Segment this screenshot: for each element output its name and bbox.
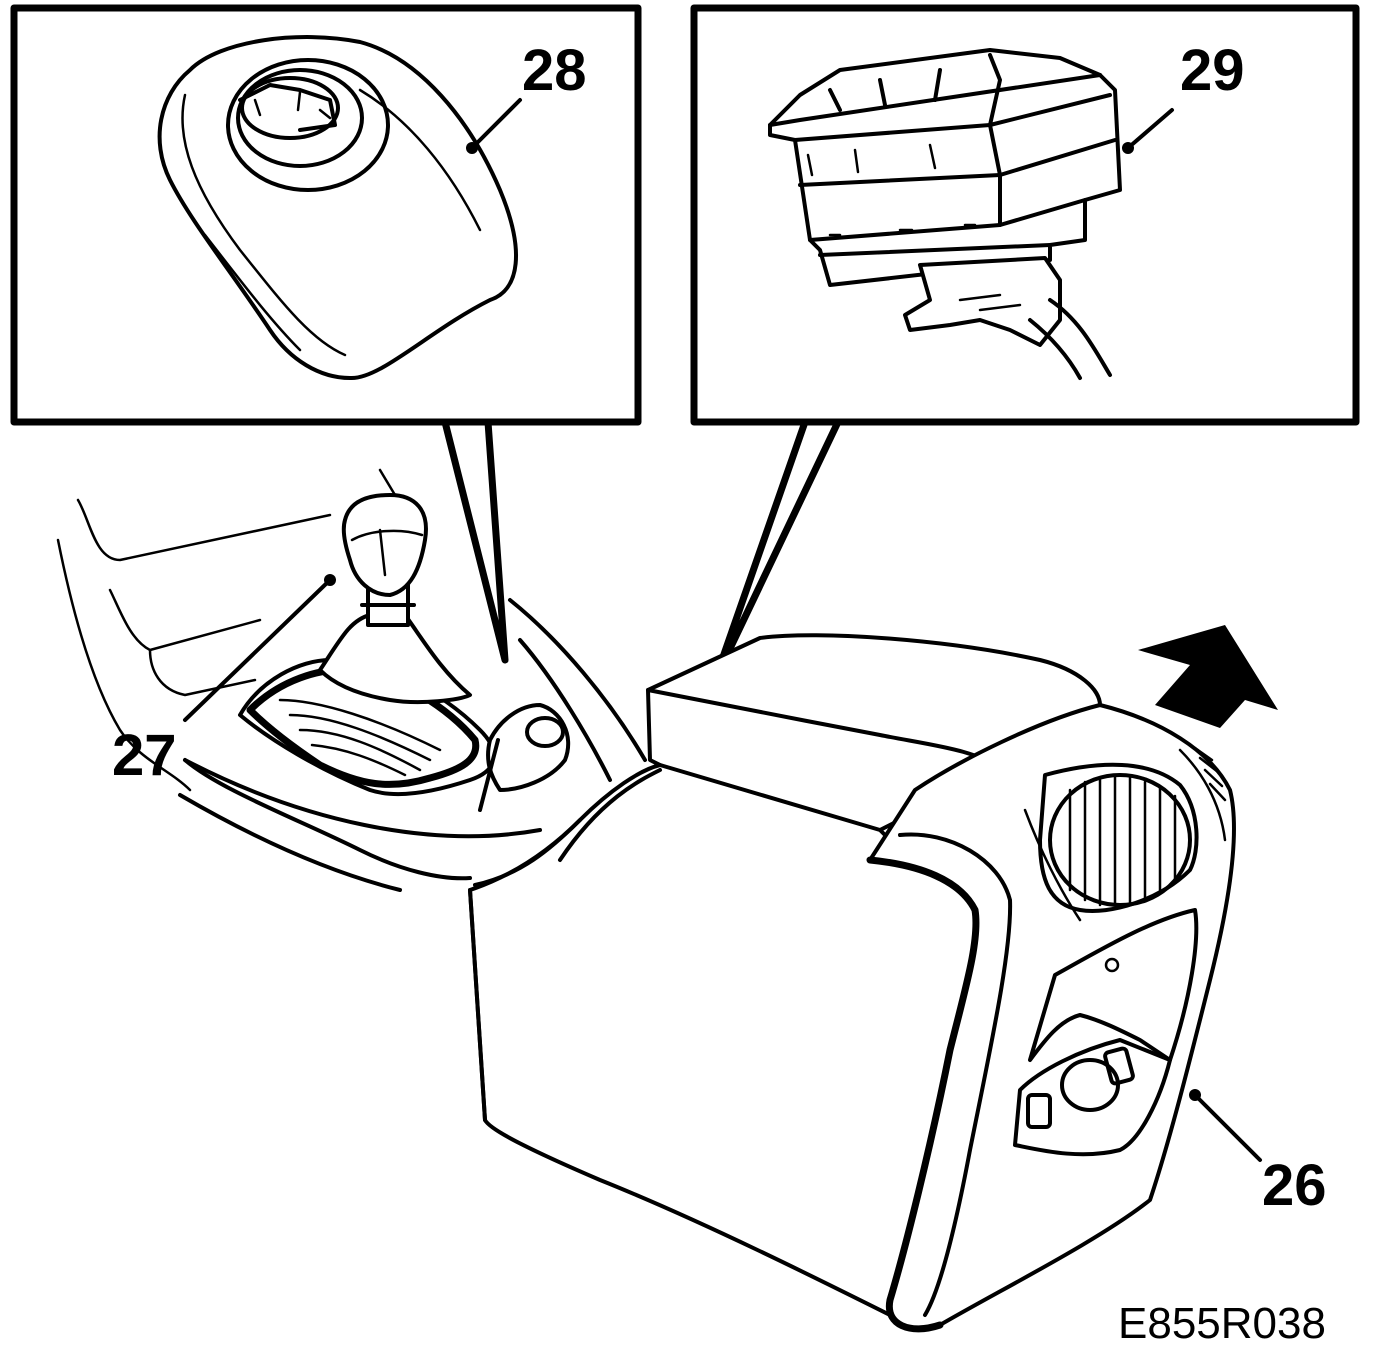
callout-27: 27 (112, 723, 177, 788)
switch-module-drawing (768, 48, 1122, 380)
callout-26: 26 (1262, 1153, 1327, 1218)
console-drawing (56, 468, 1278, 1333)
detail-panel-29 (690, 4, 1360, 426)
control-panel-drawing (1013, 908, 1199, 1157)
callout-29: 29 (1180, 38, 1245, 103)
detail-panel-28 (10, 4, 642, 426)
air-vent-drawing (1023, 746, 1227, 922)
callout-leaders (183, 98, 1262, 1162)
removal-arrow (1138, 625, 1278, 728)
callout-28: 28 (522, 38, 587, 103)
figure-reference-code: E855R038 (1118, 1299, 1326, 1348)
boot-cover-drawing (157, 35, 518, 381)
